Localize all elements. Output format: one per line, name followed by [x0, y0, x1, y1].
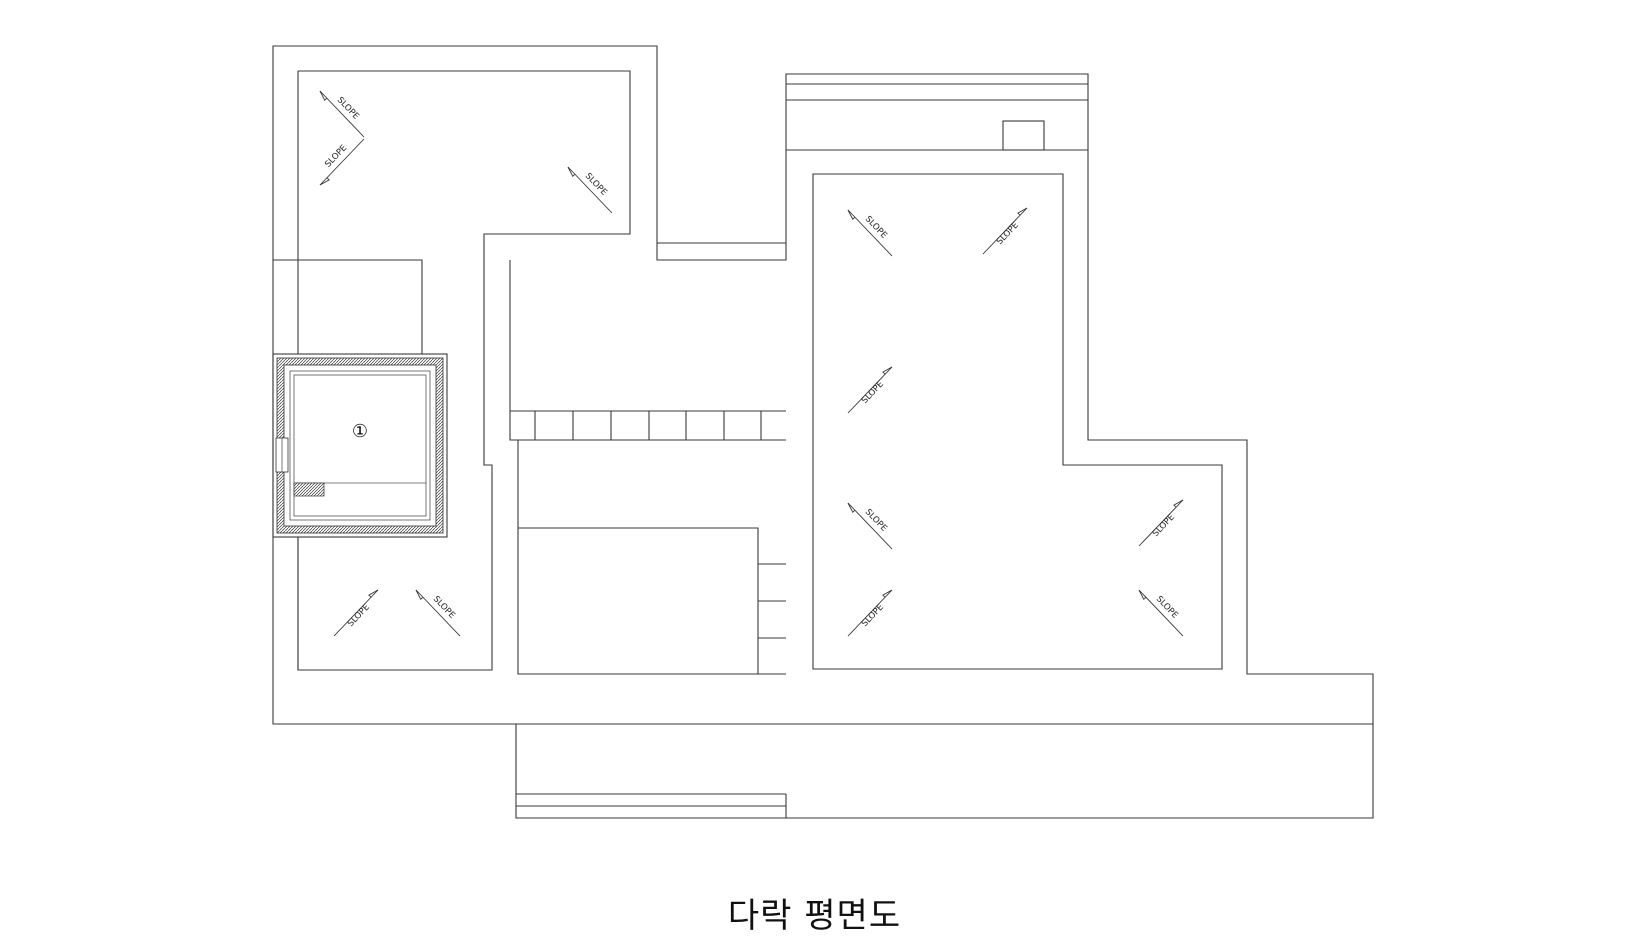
slope-arrow: SLOPE: [847, 502, 893, 550]
tile-row: [534, 411, 762, 440]
building-outline: [272, 45, 1374, 819]
slope-arrow: SLOPE: [982, 207, 1028, 255]
slope-label: SLOPE: [323, 143, 349, 169]
slope-arrow: SLOPE: [847, 589, 893, 637]
slope-label: SLOPE: [995, 221, 1021, 247]
slope-arrow: SLOPE: [1138, 499, 1184, 547]
slope-label: SLOPE: [431, 594, 457, 620]
attic-room-box: [272, 353, 448, 538]
slope-label: SLOPE: [1151, 513, 1177, 539]
middle-lower-inner: [518, 527, 759, 674]
stair-block: [293, 482, 325, 497]
side-steps: [758, 563, 786, 639]
middle-upper-panel: [509, 260, 786, 441]
slope-label: SLOPE: [863, 507, 889, 533]
slope-arrow: SLOPE: [319, 90, 365, 138]
roof-panel-lower-left: [297, 537, 492, 671]
slope-label: SLOPE: [863, 214, 889, 240]
slope-arrow: SLOPE: [319, 138, 365, 186]
slope-arrows: SLOPE SLOPE SLOPE SLOPE SLOPE SLOPE SLOPE SLOPE…: [319, 90, 1184, 637]
roof-panel-right: [812, 173, 1223, 670]
roof-panel-stem: [273, 259, 423, 354]
slope-arrow: SLOPE: [847, 209, 893, 257]
chimney-box: [1002, 120, 1045, 151]
slope-arrow: SLOPE: [567, 166, 613, 214]
middle-lower-panel: [517, 440, 786, 675]
slope-label: SLOPE: [335, 95, 361, 121]
plan-title: 다락 평면도: [727, 896, 902, 936]
slope-label: SLOPE: [346, 603, 372, 629]
slope-label: SLOPE: [860, 380, 886, 406]
slope-arrow: SLOPE: [1138, 589, 1184, 637]
slope-arrow: SLOPE: [847, 366, 893, 414]
slope-arrow: SLOPE: [415, 589, 461, 637]
slope-label: SLOPE: [860, 603, 886, 629]
slope-label: SLOPE: [1154, 594, 1180, 620]
slope-arrow: SLOPE: [333, 589, 379, 637]
slope-label: SLOPE: [583, 171, 609, 197]
room-marker-label: ①: [352, 421, 368, 442]
